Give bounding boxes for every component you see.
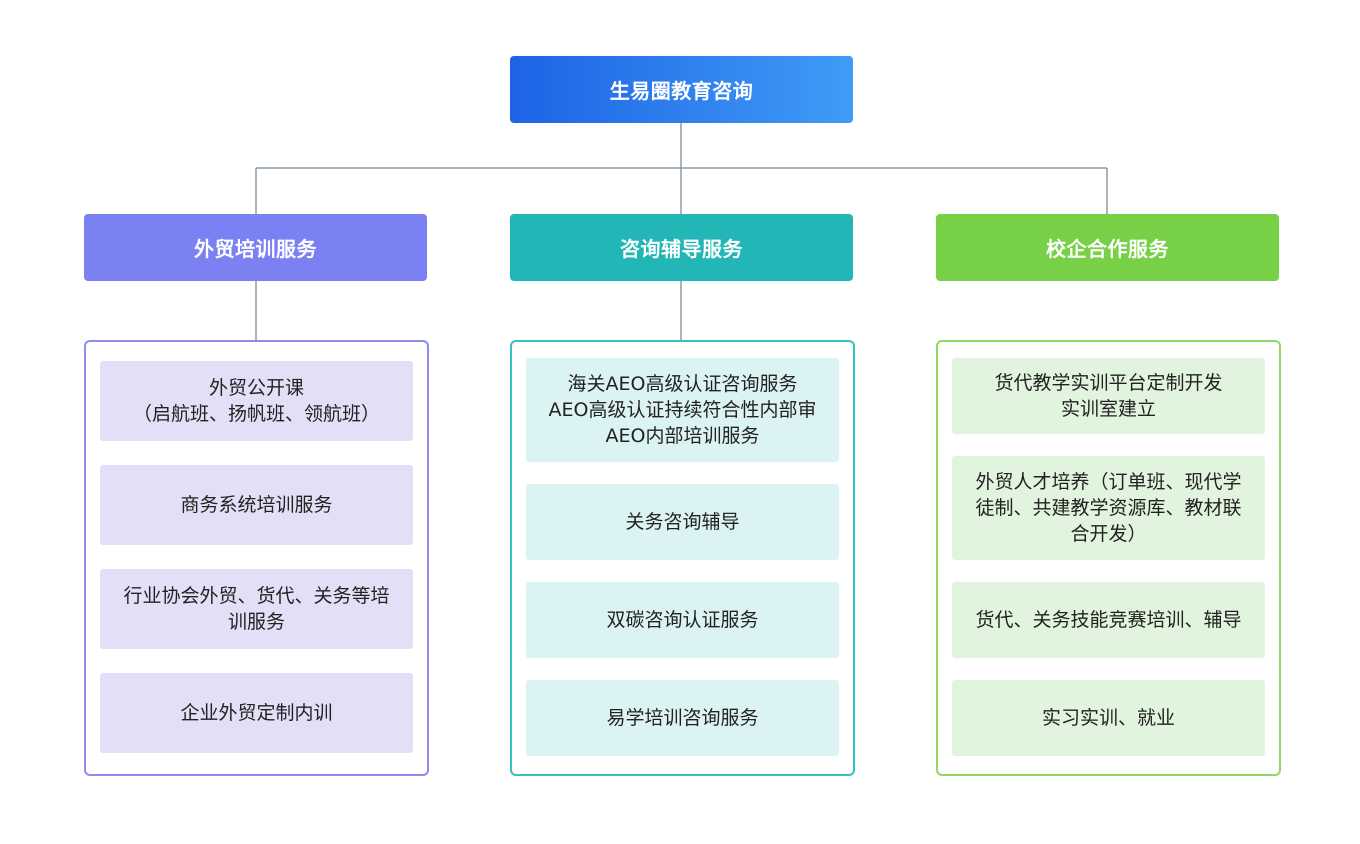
list-item: 双碳咨询认证服务 [526,582,839,658]
list-item: 货代、关务技能竞赛培训、辅导 [952,582,1265,658]
column-title: 校企合作服务 [1046,237,1169,261]
list-item: 易学培训咨询服务 [526,680,839,756]
panel-consulting: 海关AEO高级认证咨询服务 AEO高级认证持续符合性内部审 AEO内部培训服务 … [510,340,855,776]
list-item: 海关AEO高级认证咨询服务 AEO高级认证持续符合性内部审 AEO内部培训服务 [526,358,839,462]
column-title: 外贸培训服务 [194,237,317,261]
column-header-school-enterprise: 校企合作服务 [936,214,1279,281]
list-item: 外贸公开课 （启航班、扬帆班、领航班） [100,361,413,441]
column-header-consulting: 咨询辅导服务 [510,214,853,281]
root-node: 生易圈教育咨询 [510,56,853,123]
list-item: 行业协会外贸、货代、关务等培 训服务 [100,569,413,649]
panel-trade-training: 外贸公开课 （启航班、扬帆班、领航班） 商务系统培训服务 行业协会外贸、货代、关… [84,340,429,776]
list-item: 货代教学实训平台定制开发 实训室建立 [952,358,1265,434]
column-title: 咨询辅导服务 [620,237,743,261]
root-title: 生易圈教育咨询 [609,79,754,103]
list-item: 关务咨询辅导 [526,484,839,560]
list-item: 企业外贸定制内训 [100,673,413,753]
panel-school-enterprise: 货代教学实训平台定制开发 实训室建立 外贸人才培养（订单班、现代学 徒制、共建教… [936,340,1281,776]
list-item: 实习实训、就业 [952,680,1265,756]
list-item: 外贸人才培养（订单班、现代学 徒制、共建教学资源库、教材联 合开发） [952,456,1265,560]
list-item: 商务系统培训服务 [100,465,413,545]
column-header-trade-training: 外贸培训服务 [84,214,427,281]
